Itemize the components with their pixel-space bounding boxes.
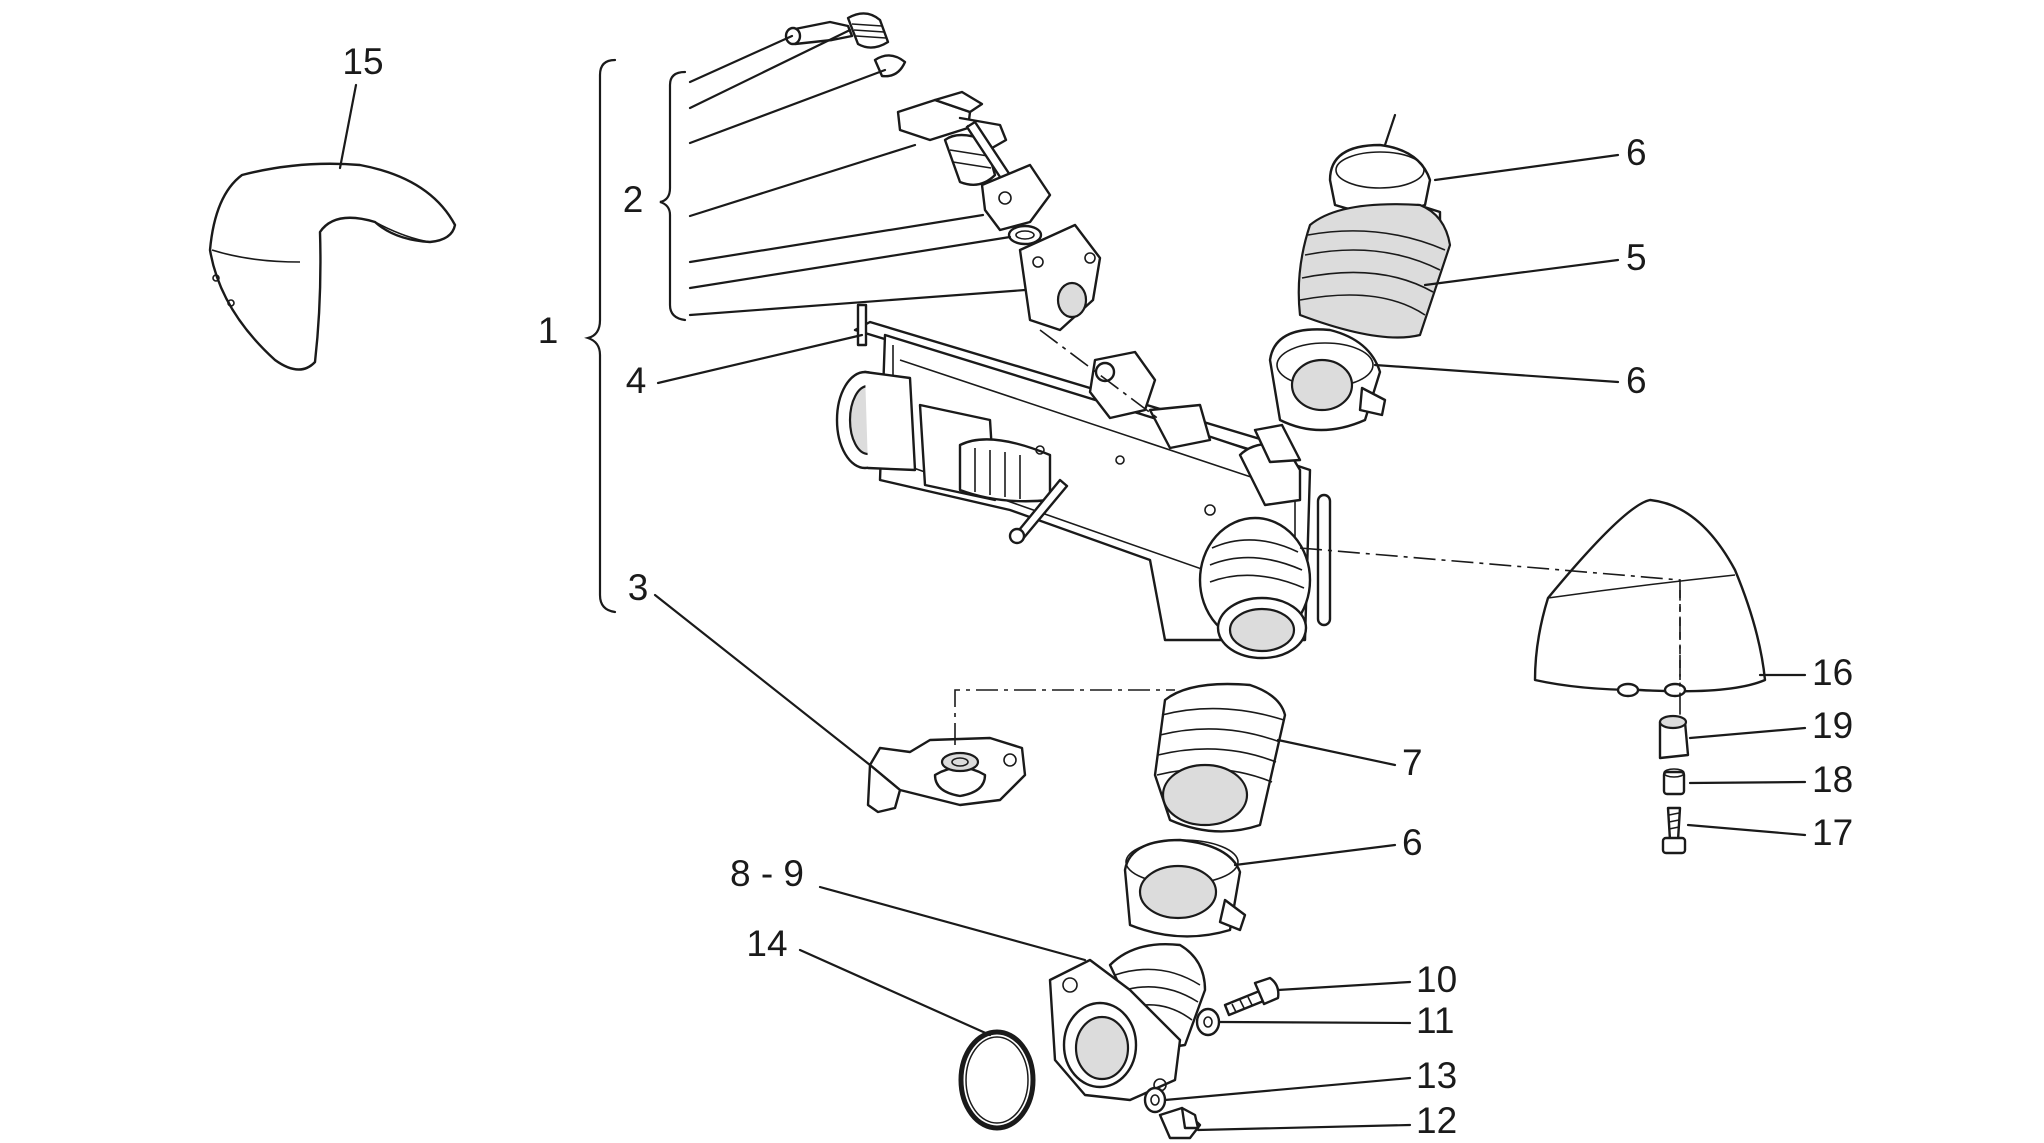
part-3-sensor bbox=[866, 736, 1027, 814]
part-6-clamp-middle bbox=[1268, 328, 1387, 432]
callout-5: 5 bbox=[1626, 237, 1647, 278]
part-2-injector-assembly bbox=[784, 12, 1102, 332]
callout-3: 3 bbox=[628, 567, 649, 608]
bracket-group-2 bbox=[659, 70, 687, 322]
part-11-washer bbox=[1195, 1007, 1221, 1037]
part-6-clamp-lower bbox=[1123, 838, 1247, 938]
callout-17: 17 bbox=[1812, 812, 1853, 853]
part-19-grommet bbox=[1658, 714, 1690, 760]
callout-19: 19 bbox=[1812, 705, 1853, 746]
part-16-cover bbox=[1533, 498, 1767, 698]
part-4-throttle-body bbox=[835, 303, 1332, 660]
part-5-sleeve bbox=[1297, 203, 1452, 339]
callout-10: 10 bbox=[1416, 959, 1457, 1000]
leader-lines bbox=[338, 28, 1807, 1132]
callout-16: 16 bbox=[1812, 652, 1853, 693]
part-12-screw bbox=[1158, 1106, 1202, 1140]
part-18-spacer bbox=[1662, 768, 1686, 796]
callout-1: 1 bbox=[538, 310, 559, 351]
part-13-washer bbox=[1143, 1086, 1167, 1114]
part-10-screw bbox=[1223, 976, 1280, 1017]
assembly-axes bbox=[954, 329, 1681, 745]
part-14-o-ring bbox=[958, 1029, 1036, 1131]
part-15-cover bbox=[208, 162, 457, 371]
callout-12: 12 bbox=[1416, 1100, 1457, 1141]
callout-18: 18 bbox=[1812, 759, 1853, 800]
callout-6-middle: 6 bbox=[1626, 360, 1647, 401]
callout-13: 13 bbox=[1416, 1055, 1457, 1096]
callout-labels: 1 2 3 4 5 6 6 6 7 8 - 9 10 11 12 13 14 1… bbox=[342, 41, 1853, 1141]
bracket-group-1 bbox=[584, 58, 617, 614]
callout-15: 15 bbox=[342, 41, 383, 82]
callout-6-top: 6 bbox=[1626, 132, 1647, 173]
callout-4: 4 bbox=[626, 360, 647, 401]
callout-2: 2 bbox=[623, 179, 644, 220]
callout-7: 7 bbox=[1402, 742, 1423, 783]
part-17-screw bbox=[1661, 806, 1687, 855]
part-7-sleeve bbox=[1153, 682, 1287, 833]
callout-14: 14 bbox=[746, 923, 787, 964]
callout-11: 11 bbox=[1416, 1000, 1454, 1041]
callout-8-9: 8 - 9 bbox=[730, 853, 804, 894]
part-8-9-manifold bbox=[1048, 943, 1207, 1102]
callout-6-bottom: 6 bbox=[1402, 822, 1423, 863]
